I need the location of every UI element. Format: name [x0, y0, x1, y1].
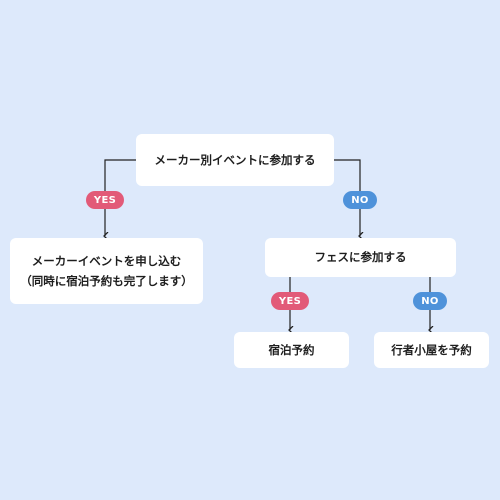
node-join-festival: フェスに参加する	[265, 238, 456, 277]
badge-no: NO	[343, 191, 377, 209]
node-apply-maker-event: メーカーイベントを申し込む （同時に宿泊予約も完了します）	[10, 238, 203, 304]
node-join-festival-label: フェスに参加する	[314, 250, 407, 265]
badge-no-label: NO	[421, 295, 439, 307]
badge-no: NO	[413, 292, 447, 310]
node-book-gyoja-hut: 行者小屋を予約	[374, 332, 489, 368]
node-book-lodging: 宿泊予約	[234, 332, 349, 368]
node-apply-maker-event-note: （同時に宿泊予約も完了します）	[20, 274, 193, 288]
node-join-maker-event: メーカー別イベントに参加する	[136, 134, 334, 186]
connector-root-yes	[105, 159, 136, 236]
badge-yes: YES	[86, 191, 124, 209]
badge-no-label: NO	[351, 194, 369, 206]
connector-root-no	[334, 159, 360, 236]
node-apply-maker-event-label: メーカーイベントを申し込む	[31, 253, 182, 268]
node-join-maker-event-label: メーカー別イベントに参加する	[154, 152, 316, 167]
node-book-gyoja-hut-label: 行者小屋を予約	[391, 342, 472, 357]
node-book-lodging-label: 宿泊予約	[268, 342, 315, 357]
badge-yes-label: YES	[93, 194, 117, 206]
badge-yes: YES	[271, 292, 309, 310]
badge-yes-label: YES	[278, 295, 302, 307]
